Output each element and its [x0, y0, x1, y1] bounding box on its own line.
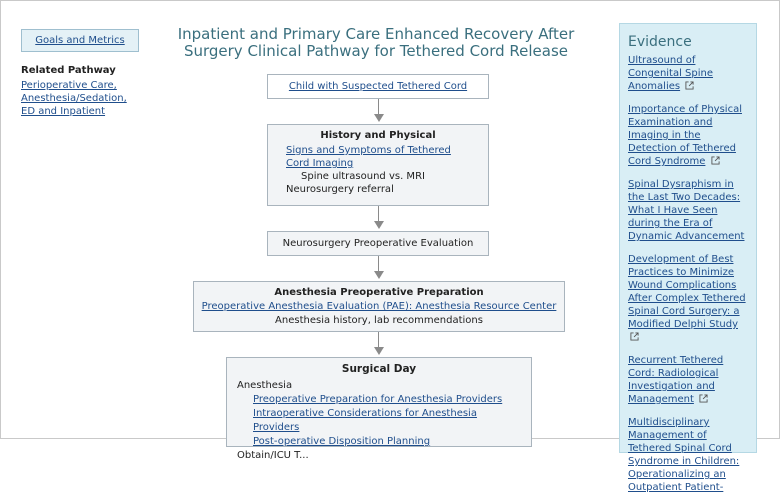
goals-and-metrics-button[interactable]: Goals and Metrics [21, 29, 139, 52]
flow-arrow [378, 206, 379, 222]
flow-arrow [378, 256, 379, 272]
flow-step-suspected-tethered-cord: Child with Suspected Tethered Cord [267, 74, 489, 99]
evidence-link[interactable]: Importance of Physical Examination and I… [628, 104, 742, 167]
page-title: Inpatient and Primary Care Enhanced Reco… [177, 25, 575, 60]
signs-symptoms-link[interactable]: Signs and Symptoms of Tethered Cord Imag… [286, 145, 451, 169]
cut-off-line: Obtain/ICU T... [237, 450, 309, 461]
pae-resource-center-link[interactable]: Preoperative Anesthesia Evaluation (PAE)… [201, 301, 557, 312]
flow-step-neurosurgery-eval: Neurosurgery Preoperative Evaluation [267, 231, 489, 256]
flow-arrow [378, 99, 379, 115]
surgical-day-heading: Surgical Day [341, 363, 417, 375]
evidence-title: Evidence [628, 34, 692, 50]
flow-arrowhead [374, 114, 384, 122]
evidence-item: Spinal Dysraphism in the Last Two Decade… [628, 178, 748, 243]
external-link-icon [630, 332, 639, 341]
evidence-link[interactable]: Ultrasound of Congenital Spine Anomalies [628, 55, 714, 92]
external-link-icon [711, 156, 720, 165]
evidence-link[interactable]: Multidisciplinary Management of Tethered… [628, 417, 740, 493]
suspected-tethered-cord-link[interactable]: Child with Suspected Tethered Cord [288, 81, 468, 92]
evidence-panel: Evidence Ultrasound of Congenital Spine … [619, 23, 757, 493]
evidence-item: Development of Best Practices to Minimiz… [628, 253, 748, 344]
related-pathway-heading: Related Pathway [21, 65, 116, 76]
history-physical-heading: History and Physical [320, 130, 436, 141]
anesthesia-history-text: Anesthesia history, lab recommendations [275, 315, 483, 326]
evidence-link[interactable]: Recurrent Tethered Cord: Radiological In… [628, 355, 724, 405]
evidence-item: Multidisciplinary Management of Tethered… [628, 416, 748, 494]
postop-disposition-link[interactable]: Post-operative Disposition Planning [253, 436, 431, 447]
flow-step-history-physical: History and Physical Signs and Symptoms … [267, 124, 489, 206]
flow-step-surgical-day: Surgical Day Anesthesia Preoperative Pre… [226, 357, 532, 461]
neurosurgery-referral-text: Neurosurgery referral [286, 184, 394, 195]
evidence-item: Recurrent Tethered Cord: Radiological In… [628, 354, 748, 406]
flow-arrowhead [374, 221, 384, 229]
spine-imaging-text: Spine ultrasound vs. MRI [301, 171, 425, 182]
evidence-link[interactable]: Spinal Dysraphism in the Last Two Decade… [628, 179, 745, 242]
anesthesia-prep-heading: Anesthesia Preoperative Preparation [274, 287, 484, 298]
anesthesia-section-label: Anesthesia [237, 380, 293, 391]
flow-arrowhead [374, 271, 384, 279]
evidence-item: Ultrasound of Congenital Spine Anomalies [628, 54, 748, 93]
evidence-link[interactable]: Development of Best Practices to Minimiz… [628, 254, 746, 330]
external-link-icon [685, 81, 694, 90]
preop-prep-link[interactable]: Preoperative Preparation for Anesthesia … [253, 394, 503, 405]
flow-step-anesthesia-prep: Anesthesia Preoperative Preparation Preo… [193, 281, 565, 332]
evidence-item: Importance of Physical Examination and I… [628, 103, 748, 168]
intraop-considerations-link[interactable]: Intraoperative Considerations for Anesth… [253, 408, 477, 433]
external-link-icon [699, 394, 708, 403]
flow-arrowhead [374, 347, 384, 355]
flow-arrow [378, 332, 379, 348]
related-pathway-link[interactable]: Perioperative Care, Anesthesia/Sedation,… [21, 80, 127, 117]
